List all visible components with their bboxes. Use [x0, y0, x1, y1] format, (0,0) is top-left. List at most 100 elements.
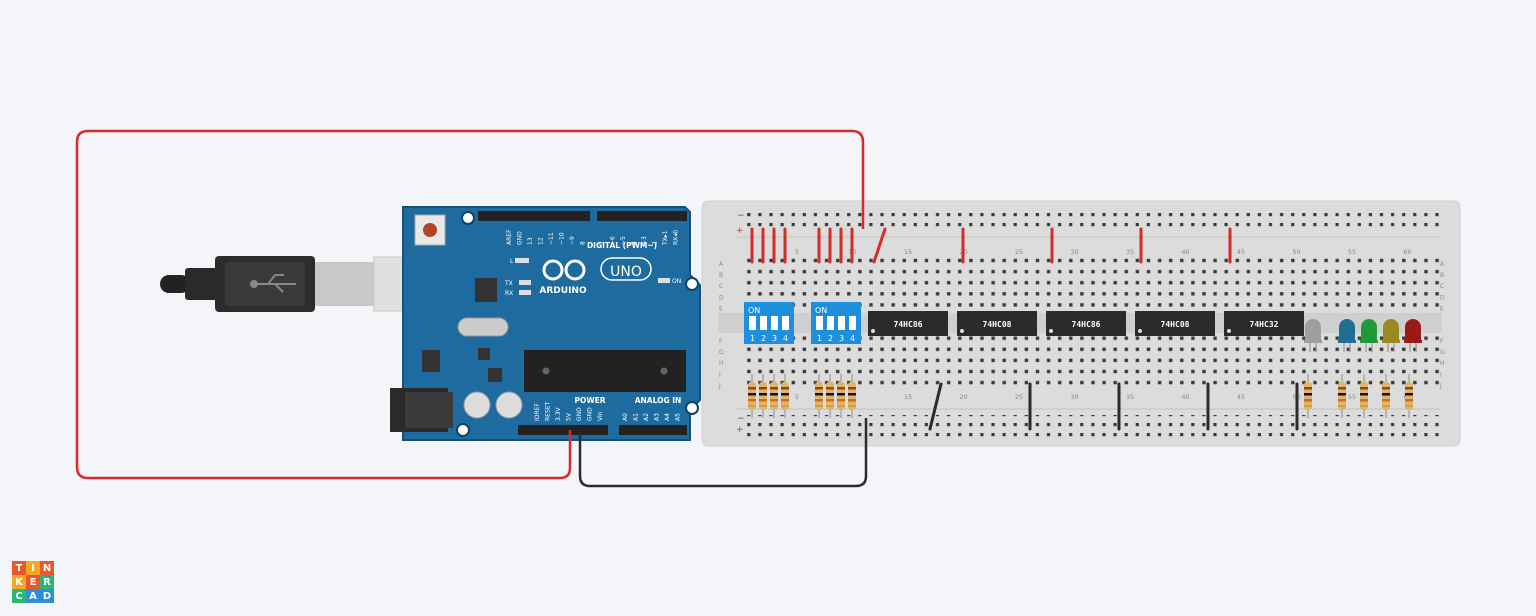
resistor[interactable]	[759, 374, 767, 418]
dip-toggle[interactable]	[816, 316, 823, 330]
resistor[interactable]	[815, 374, 823, 418]
dip-toggle[interactable]	[760, 316, 767, 330]
capacitor	[495, 391, 523, 419]
resistor[interactable]	[781, 374, 789, 418]
dip-toggle[interactable]	[782, 316, 789, 330]
resistor[interactable]	[770, 374, 778, 418]
wire-gnd-to-rail[interactable]	[578, 418, 868, 488]
reset-button[interactable]	[414, 214, 446, 246]
column-numbers: 5510101515202025253030353540404545505055…	[795, 248, 1412, 401]
row-letter: A	[719, 261, 724, 268]
digital-header-left[interactable]	[478, 211, 590, 221]
resistor[interactable]	[837, 374, 845, 418]
pin-label: ~9	[569, 236, 576, 245]
arduino-model: UNO	[610, 264, 642, 280]
resistor[interactable]	[1360, 374, 1368, 418]
mount-hole	[456, 423, 470, 437]
row-letter: G	[1440, 349, 1445, 356]
row-letter: H	[1440, 360, 1445, 367]
wire-5v-to-rail[interactable]	[75, 129, 865, 480]
pin-label: 3.3V	[555, 406, 562, 421]
pin-label: AREF	[506, 229, 513, 245]
pin-label: A5	[675, 413, 682, 421]
column-number: 35	[1126, 248, 1134, 256]
resistor[interactable]	[1304, 374, 1312, 418]
resistors[interactable]	[748, 374, 1413, 418]
pin-label: GND	[576, 407, 583, 421]
dip-position-number: 3	[839, 334, 844, 343]
dip-toggle[interactable]	[749, 316, 756, 330]
pin-label: 2	[652, 241, 659, 245]
resistor[interactable]	[1405, 374, 1413, 418]
led-green[interactable]	[1360, 319, 1378, 352]
resistor[interactable]	[826, 374, 834, 418]
row-letter: D	[719, 294, 724, 301]
power-rail-bottom[interactable]	[744, 415, 1444, 437]
column-number: 40	[1181, 248, 1189, 256]
row-letter: E	[1440, 305, 1444, 312]
resistor[interactable]	[1382, 374, 1390, 418]
dip-toggle[interactable]	[838, 316, 845, 330]
led-l-indicator	[515, 258, 529, 263]
dip-position-number: 3	[772, 334, 777, 343]
pin-label: 12	[538, 237, 545, 245]
analog-header[interactable]	[619, 425, 687, 435]
digital-header-right[interactable]	[597, 211, 687, 221]
ic-chip[interactable]: 74HC32	[1224, 311, 1304, 336]
reset-button-cap[interactable]	[423, 223, 437, 237]
dip-toggle[interactable]	[849, 316, 856, 330]
logo-letter: E	[26, 575, 40, 589]
logo-letter: R	[40, 575, 54, 589]
arduino-uno-board[interactable]: ARDUINO UNO DIGITAL (PWM~) POWER ANALOG …	[390, 206, 701, 441]
leds[interactable]	[1304, 319, 1422, 352]
led-blue[interactable]	[1338, 319, 1356, 352]
dip-position-number: 2	[761, 334, 766, 343]
regulator	[422, 350, 440, 372]
led-yellow[interactable]	[1382, 319, 1400, 352]
led-tx-indicator	[519, 280, 531, 285]
column-number: 55	[1348, 393, 1356, 401]
led-rx-indicator	[519, 290, 531, 295]
led-l-label: L	[510, 258, 514, 265]
column-number: 50	[1292, 248, 1300, 256]
ic-chip[interactable]: 74HC08	[957, 311, 1037, 336]
ic-chip-label: 74HC08	[1161, 320, 1190, 329]
column-number: 25	[1015, 393, 1023, 401]
dip-toggle[interactable]	[827, 316, 834, 330]
resistor[interactable]	[848, 374, 856, 418]
column-number: 15	[904, 248, 912, 256]
row-letter: F	[719, 338, 723, 345]
led-white[interactable]	[1304, 319, 1322, 352]
pin-label: 4	[631, 241, 638, 245]
dip-position-number: 2	[828, 334, 833, 343]
logo-letter: T	[12, 561, 26, 575]
dip-toggle[interactable]	[771, 316, 778, 330]
pin-label: 8	[580, 241, 587, 245]
pin-label: 13	[527, 237, 534, 245]
logo-letter: C	[12, 589, 26, 603]
arduino-infinity-logo	[542, 259, 586, 281]
ic-chip[interactable]: 74HC08	[1135, 311, 1215, 336]
jumper-wires[interactable]	[750, 227, 1299, 431]
logic-chips[interactable]: 74HC86 74HC08 74HC86 74HC08 74HC32	[868, 311, 1304, 336]
resistor[interactable]	[1338, 374, 1346, 418]
resistor[interactable]	[748, 374, 756, 418]
ic-chip[interactable]: 74HC86	[868, 311, 948, 336]
pin-label: GND	[587, 407, 594, 421]
logo-letter: A	[26, 589, 40, 603]
power-header[interactable]	[518, 425, 608, 435]
pin-label: RESET	[545, 401, 552, 421]
row-letter: B	[1440, 272, 1444, 279]
ic-chip[interactable]: 74HC86	[1046, 311, 1126, 336]
power-rail-top[interactable]	[744, 210, 1444, 232]
led-red[interactable]	[1404, 319, 1422, 352]
row-letter: A	[1440, 261, 1445, 268]
